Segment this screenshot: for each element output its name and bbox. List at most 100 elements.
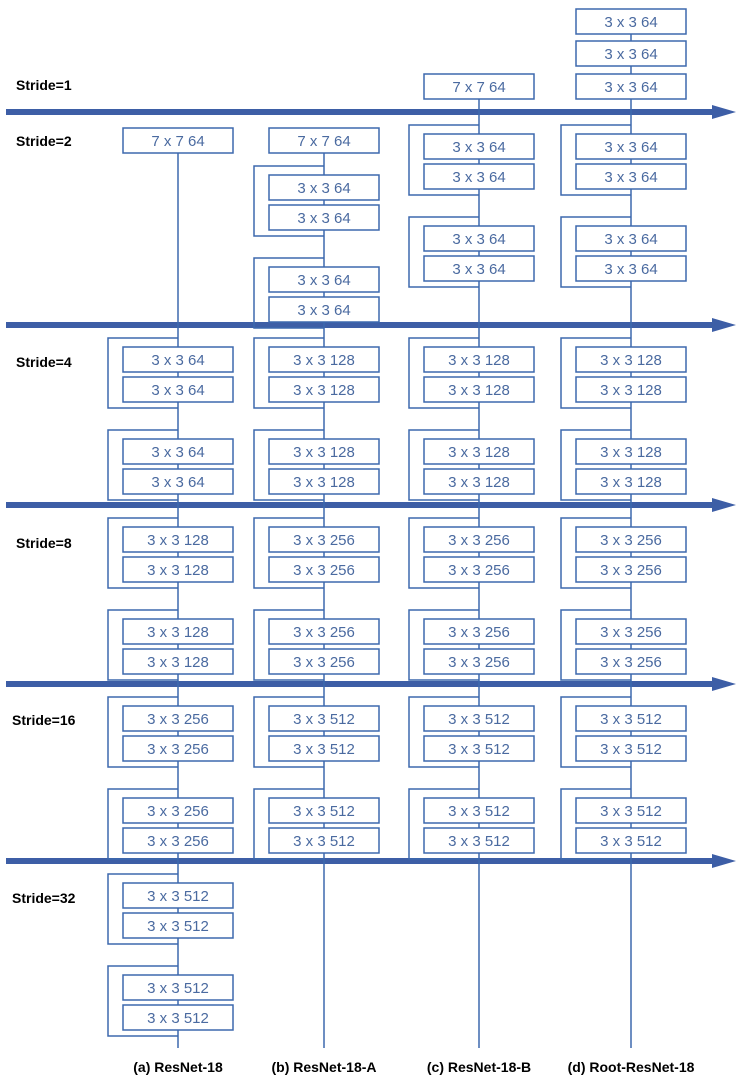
skip-connection (408, 216, 479, 288)
conv-box: 3 x 3 512 (575, 705, 687, 732)
conv-box: 3 x 3 256 (423, 618, 535, 645)
skip-connection (253, 257, 324, 329)
layer-label: 3 x 3 64 (452, 139, 505, 156)
layer-label: 3 x 3 512 (147, 888, 209, 905)
layer-label: 3 x 3 64 (151, 382, 204, 399)
stride-label-4: Stride=4 (16, 354, 72, 370)
skip-connection (408, 517, 479, 589)
layer-label: 3 x 3 128 (448, 474, 510, 491)
layer-label: 3 x 3 128 (600, 474, 662, 491)
skip-connection (107, 965, 178, 1037)
stride-arrows (6, 105, 736, 868)
conv-box: 3 x 3 64 (122, 346, 234, 373)
conv-box: 3 x 3 64 (423, 255, 535, 282)
layer-label: 3 x 3 256 (600, 624, 662, 641)
layer-label: 3 x 3 128 (147, 532, 209, 549)
layer-label: 3 x 3 256 (448, 624, 510, 641)
conv-box: 3 x 3 64 (423, 133, 535, 160)
stride-label-8: Stride=8 (16, 535, 72, 551)
conv-box: 3 x 3 128 (268, 438, 380, 465)
layer-label: 3 x 3 512 (600, 803, 662, 820)
root-conv-box: 3 x 3 64 (575, 40, 687, 67)
conv-box: 3 x 3 128 (122, 618, 234, 645)
stride-arrow (6, 498, 736, 512)
caption-resnet-18-b: (c) ResNet-18-B (427, 1059, 531, 1075)
skip-connection (253, 429, 324, 501)
layer-label: 3 x 3 512 (293, 803, 355, 820)
conv-box: 3 x 3 512 (575, 735, 687, 762)
skip-connection (560, 337, 631, 409)
layer-label: 3 x 3 128 (147, 654, 209, 671)
conv-box: 3 x 3 64 (423, 225, 535, 252)
layer-label: 3 x 3 256 (448, 562, 510, 579)
conv-box: 3 x 3 512 (268, 827, 380, 854)
conv-box: 3 x 3 512 (423, 797, 535, 824)
layer-label: 3 x 3 256 (600, 562, 662, 579)
layer-label: 3 x 3 128 (448, 444, 510, 461)
conv-box: 3 x 3 256 (575, 648, 687, 675)
root-conv-box: 3 x 3 64 (575, 8, 687, 35)
layer-label: 3 x 3 512 (600, 833, 662, 850)
skip-connection (560, 696, 631, 768)
conv-box: 3 x 3 64 (268, 204, 380, 231)
layer-label: 3 x 3 512 (293, 711, 355, 728)
skip-connection (107, 517, 178, 589)
skip-connection (253, 337, 324, 409)
conv-box: 3 x 3 64 (575, 133, 687, 160)
conv-box: 3 x 3 512 (575, 797, 687, 824)
layer-label: 3 x 3 64 (604, 231, 657, 248)
conv-box: 3 x 3 256 (423, 556, 535, 583)
conv-box: 3 x 3 256 (268, 618, 380, 645)
layer-label: 3 x 3 256 (147, 741, 209, 758)
conv-box: 3 x 3 256 (268, 556, 380, 583)
layer-label: 3 x 3 64 (452, 169, 505, 186)
layer-label: 3 x 3 256 (293, 624, 355, 641)
conv-box: 3 x 3 64 (575, 225, 687, 252)
layer-label: 3 x 3 512 (293, 741, 355, 758)
layer-label: 3 x 3 512 (147, 1010, 209, 1027)
stride-label-2: Stride=2 (16, 133, 72, 149)
conv-box: 3 x 3 256 (423, 648, 535, 675)
layer-label: 3 x 3 64 (297, 210, 350, 227)
skip-connection (253, 609, 324, 681)
conv-box: 3 x 3 256 (575, 618, 687, 645)
layer-label: 3 x 3 128 (600, 382, 662, 399)
conv-box: 3 x 3 128 (575, 346, 687, 373)
conv-box: 3 x 3 512 (268, 705, 380, 732)
layer-label: 3 x 3 64 (452, 231, 505, 248)
skip-connection (408, 124, 479, 196)
conv-box: 3 x 3 256 (122, 827, 234, 854)
column-captions: (a) ResNet-18 (b) ResNet-18-A (c) ResNet… (133, 1059, 694, 1075)
conv-box: 3 x 3 512 (575, 827, 687, 854)
layer-label: 3 x 3 64 (151, 444, 204, 461)
conv-box: 3 x 3 512 (122, 974, 234, 1001)
layer-label: 3 x 3 128 (293, 444, 355, 461)
layer-label: 3 x 3 512 (448, 711, 510, 728)
stem-conv-box: 7 x 7 64 (122, 127, 234, 154)
conv-box: 3 x 3 64 (268, 296, 380, 323)
skip-connection (107, 788, 178, 860)
layer-label: 3 x 3 128 (448, 352, 510, 369)
conv-box: 3 x 3 512 (122, 1004, 234, 1031)
conv-box: 3 x 3 512 (122, 882, 234, 909)
stem-conv-box: 7 x 7 64 (268, 127, 380, 154)
conv-box: 3 x 3 64 (575, 163, 687, 190)
skip-connection (253, 788, 324, 860)
conv-box: 3 x 3 128 (122, 648, 234, 675)
layer-label: 3 x 3 64 (604, 46, 657, 63)
skip-connection (253, 517, 324, 589)
skip-connection (560, 517, 631, 589)
layer-label: 3 x 3 256 (600, 532, 662, 549)
conv-box: 3 x 3 128 (423, 376, 535, 403)
layer-label: 3 x 3 512 (293, 833, 355, 850)
layer-label: 3 x 3 64 (604, 79, 657, 96)
caption-resnet-18: (a) ResNet-18 (133, 1059, 223, 1075)
layer-label: 3 x 3 512 (448, 833, 510, 850)
conv-box: 3 x 3 64 (268, 266, 380, 293)
conv-box: 3 x 3 128 (122, 556, 234, 583)
conv-box: 3 x 3 128 (575, 468, 687, 495)
conv-box: 3 x 3 256 (122, 735, 234, 762)
layer-label: 3 x 3 128 (448, 382, 510, 399)
conv-box: 3 x 3 128 (575, 438, 687, 465)
conv-box: 3 x 3 128 (423, 468, 535, 495)
